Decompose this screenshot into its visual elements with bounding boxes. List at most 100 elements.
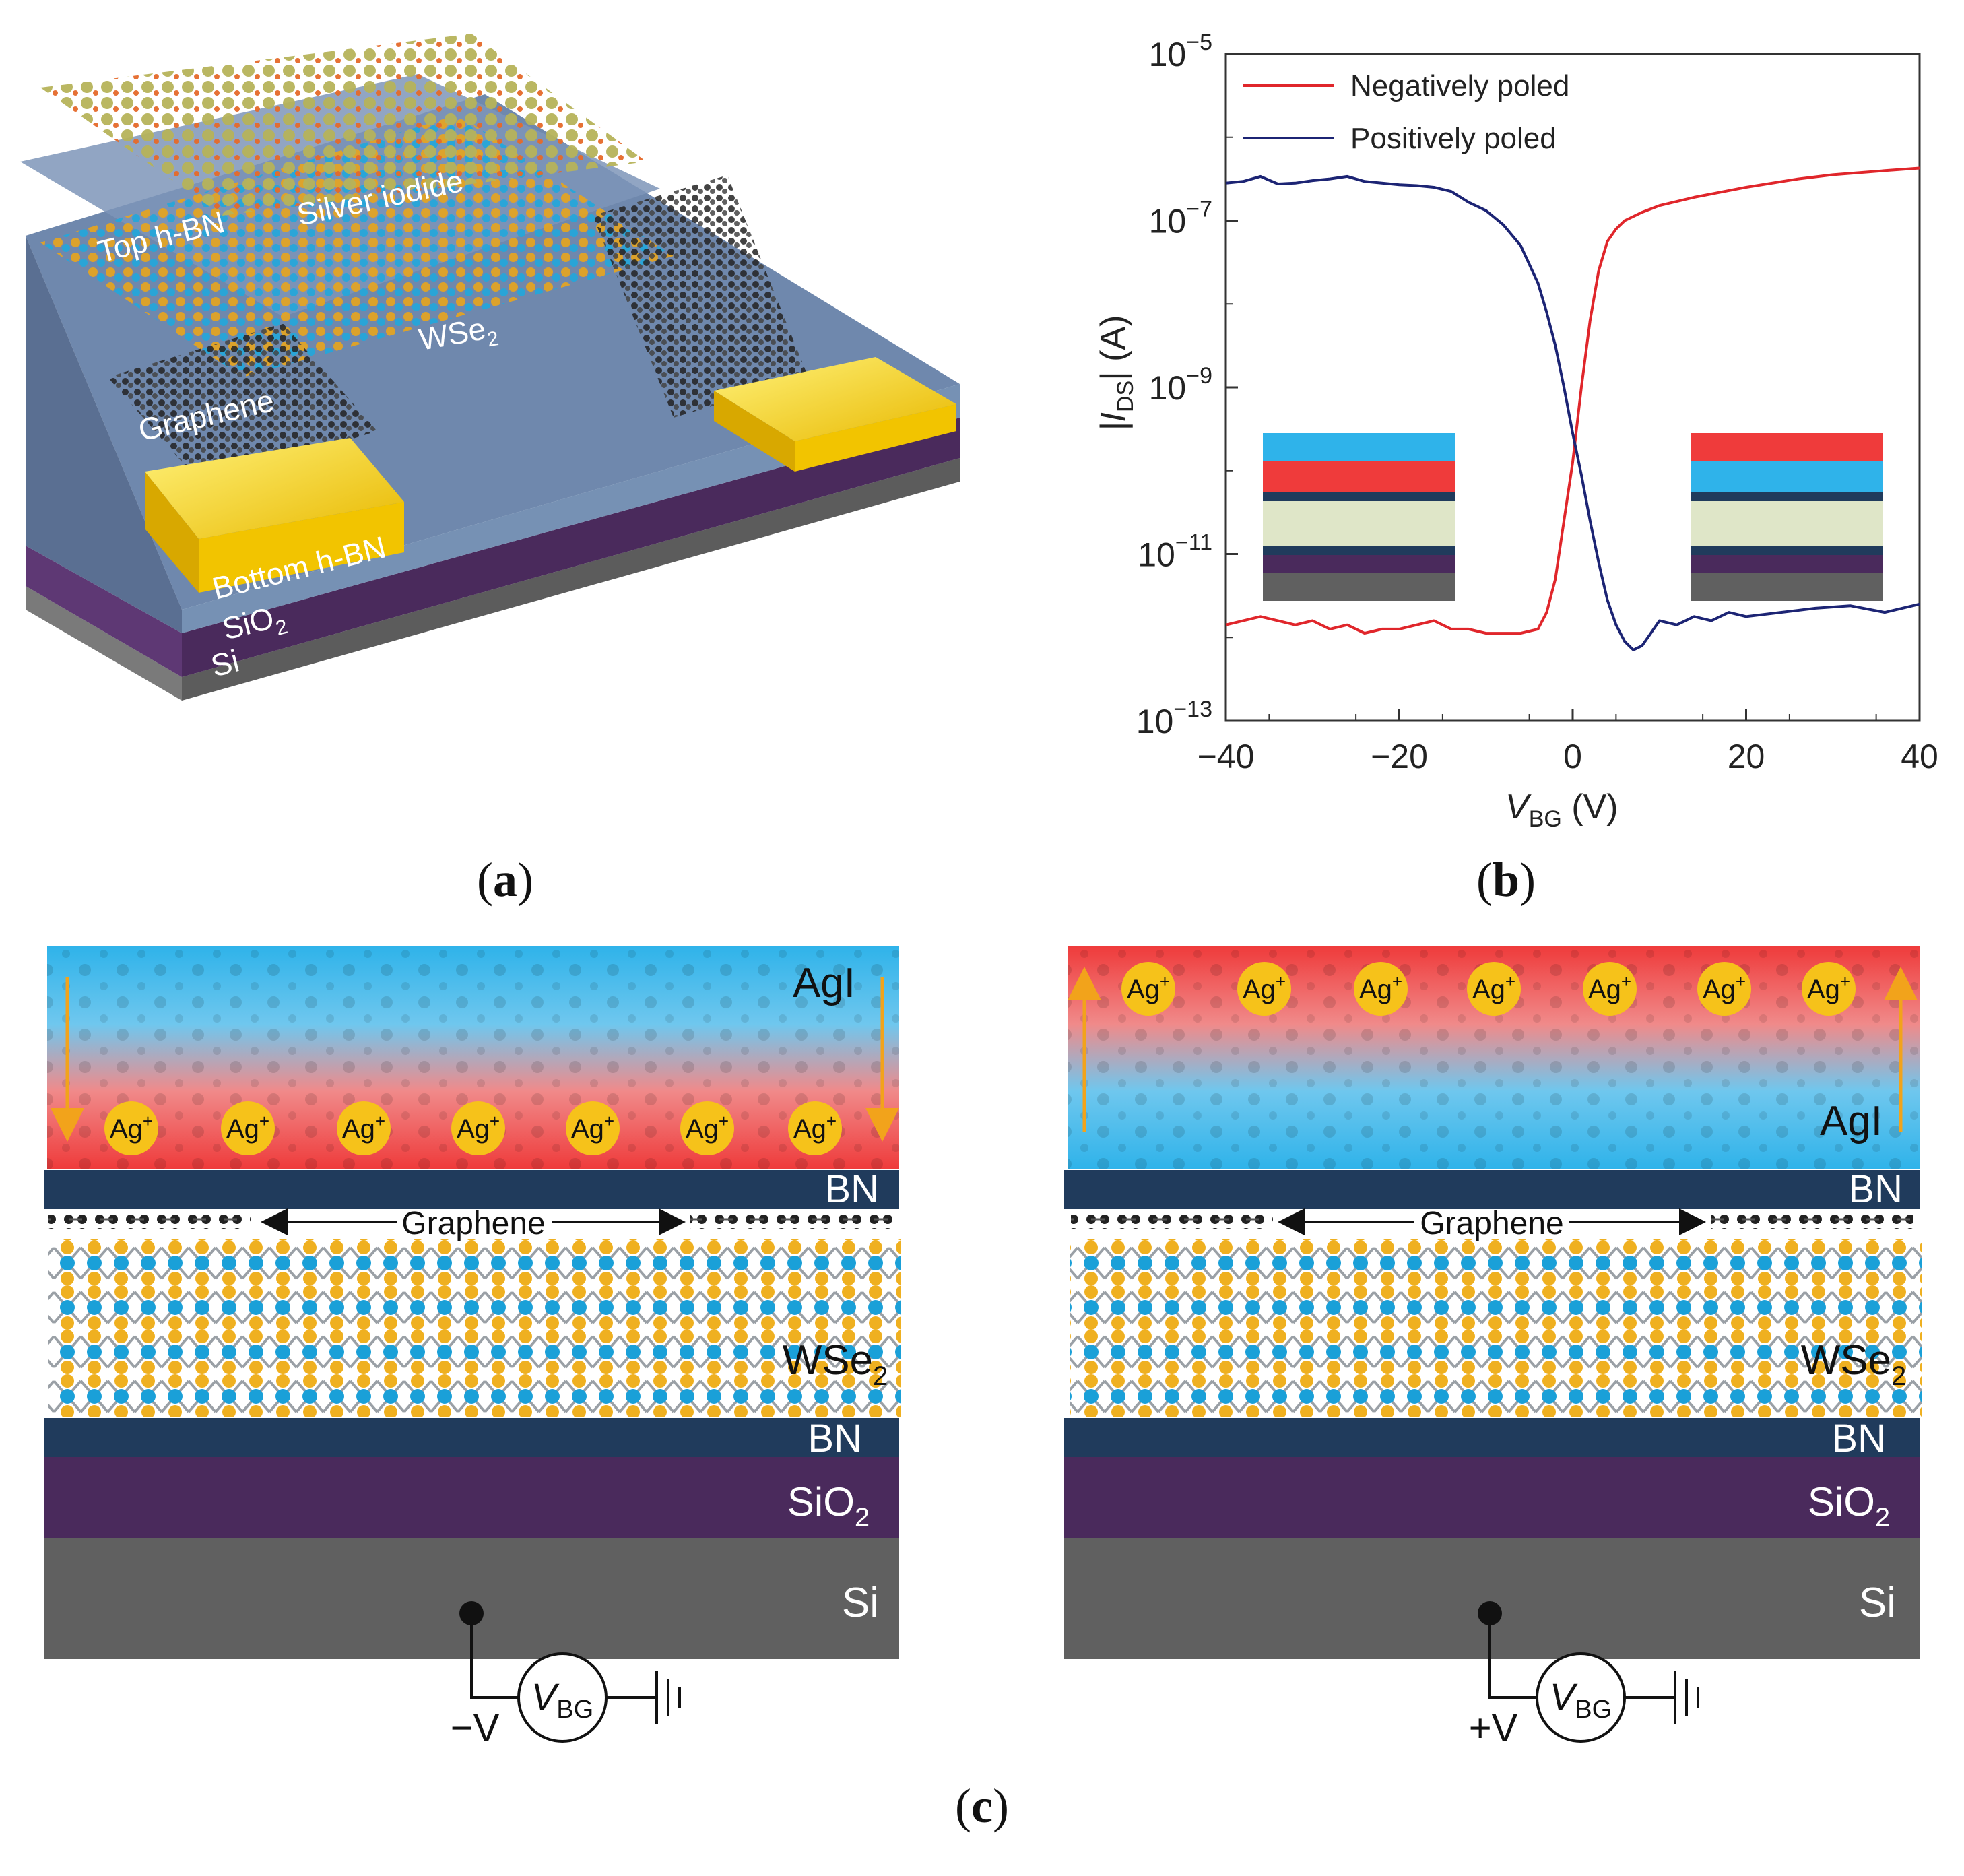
left-graphene-label: Graphene xyxy=(401,1206,546,1241)
ag-ion-label: Ag+ xyxy=(342,1111,385,1144)
y-tick-label: 10−13 xyxy=(1136,697,1212,740)
ag-ion: Ag+ xyxy=(1802,962,1856,1016)
ag-ion: Ag+ xyxy=(1467,962,1521,1016)
left-wse2-label: WSe2 xyxy=(783,1337,888,1391)
ag-ion: Ag+ xyxy=(1583,962,1637,1016)
ag-ion-label: Ag+ xyxy=(571,1111,614,1144)
ag-ion-label: Ag+ xyxy=(1588,971,1631,1004)
x-axis-title: VBG (V) xyxy=(1505,787,1618,832)
legend-label-positive: Positively poled xyxy=(1350,122,1557,155)
left-stack: AgI Ag+ Ag+ Ag+ Ag+ Ag+ Ag+ Ag+ BN Graphene WS… xyxy=(44,946,901,1750)
right-graphene-right xyxy=(1711,1215,1913,1229)
cross-section-diagrams: AgI Ag+ Ag+ Ag+ Ag+ Ag+ Ag+ Ag+ BN Graphene WS… xyxy=(44,946,1922,1750)
left-top-bn xyxy=(44,1170,899,1209)
ag-ion: Ag+ xyxy=(1121,962,1175,1016)
si-layer xyxy=(182,458,960,701)
left-ag-ions: Ag+ Ag+ Ag+ Ag+ Ag+ Ag+ Ag+ xyxy=(104,1101,842,1155)
right-si-label: Si xyxy=(1859,1580,1896,1626)
left-voltage-label: −V xyxy=(451,1706,500,1750)
right-sio2-label: SiO2 xyxy=(1808,1479,1890,1532)
left-agi-label: AgI xyxy=(793,960,855,1006)
silver-iodide-layer xyxy=(40,34,647,216)
panel-b-chart: −40 −20 0 20 40 10−13 10−11 10−9 10−7 10−5 Negati… xyxy=(1037,13,1964,835)
y-tick-label: 10−11 xyxy=(1138,530,1212,574)
right-graphene-left xyxy=(1071,1215,1273,1229)
plot-frame xyxy=(1224,53,1921,722)
panel-c-cross-sections: AgI Ag+ Ag+ Ag+ Ag+ Ag+ Ag+ Ag+ BN Graphene WS… xyxy=(0,930,1964,1873)
ag-ion-label: Ag+ xyxy=(686,1111,729,1144)
ag-ion-label: Ag+ xyxy=(1472,971,1515,1004)
right-wse2-label: WSe2 xyxy=(1801,1337,1907,1391)
right-graphene-label: Graphene xyxy=(1420,1206,1564,1241)
ag-ion: Ag+ xyxy=(337,1101,391,1155)
caption-a: (a) xyxy=(477,853,533,907)
y-axis-title: |IDS| (A) xyxy=(1094,315,1138,431)
left-bottom-bn-label: BN xyxy=(808,1417,862,1460)
right-bottom-bn xyxy=(1064,1418,1920,1457)
left-graphene-right xyxy=(690,1215,892,1229)
legend-label-negative: Negatively poled xyxy=(1350,69,1569,102)
right-agi-label: AgI xyxy=(1820,1098,1883,1144)
panel-a-device-schematic: Top h-BN Silver iodide WSe2 Graphene Bot… xyxy=(0,0,997,741)
right-stack: AgI Ag+ Ag+ Ag+ Ag+ Ag+ Ag+ Ag+ BN Graphene WS… xyxy=(1064,946,1922,1750)
x-tick-label: 0 xyxy=(1563,738,1582,775)
right-si-layer xyxy=(1064,1538,1920,1659)
ag-ion: Ag+ xyxy=(104,1101,158,1155)
ag-ion: Ag+ xyxy=(221,1101,275,1155)
left-sio2-label: SiO2 xyxy=(787,1479,870,1532)
y-tick-label: 10−9 xyxy=(1149,363,1212,407)
left-top-bn-label: BN xyxy=(824,1167,879,1211)
right-top-bn xyxy=(1064,1170,1920,1209)
right-gold-contact xyxy=(714,357,956,472)
right-bottom-bn-label: BN xyxy=(1831,1417,1886,1460)
ag-ion-label: Ag+ xyxy=(1243,971,1286,1004)
left-gold-contact xyxy=(145,438,404,593)
right-top-bn-label: BN xyxy=(1848,1167,1903,1211)
transfer-curve-chart: −40 −20 0 20 40 10−13 10−11 10−9 10−7 10−5 Negati… xyxy=(1094,30,1938,832)
ag-ion-label: Ag+ xyxy=(1359,971,1402,1004)
chart-legend: Negatively poled Positively poled xyxy=(1243,69,1569,155)
caption-b: (b) xyxy=(1476,853,1536,907)
left-vbg-label: VBG xyxy=(531,1675,593,1724)
inset-right-stack xyxy=(1691,433,1883,601)
right-wse2-layer xyxy=(1070,1239,1922,1328)
ag-ion: Ag+ xyxy=(451,1101,505,1155)
ag-ion-label: Ag+ xyxy=(1127,971,1170,1004)
ag-ion: Ag+ xyxy=(1697,962,1751,1016)
series-line-positively-poled xyxy=(1225,174,1920,651)
x-tick-label: 40 xyxy=(1901,738,1938,775)
ag-ion: Ag+ xyxy=(788,1101,842,1155)
y-tick-label: 10−7 xyxy=(1149,197,1212,240)
x-tick-label: −20 xyxy=(1371,738,1428,775)
right-vbg-label: VBG xyxy=(1550,1675,1612,1724)
caption-c: (c) xyxy=(955,1779,1009,1833)
chart-series xyxy=(1225,166,1920,651)
left-sio2-layer xyxy=(44,1457,899,1538)
ag-ion-label: Ag+ xyxy=(226,1111,269,1144)
axis-ticks: −40 −20 0 20 40 10−13 10−11 10−9 10−7 10−5 xyxy=(1136,30,1938,775)
left-graphene-left xyxy=(48,1215,251,1229)
right-sio2-layer xyxy=(1064,1457,1920,1538)
right-ag-ions: Ag+ Ag+ Ag+ Ag+ Ag+ Ag+ Ag+ xyxy=(1121,962,1856,1016)
x-tick-label: 20 xyxy=(1728,738,1765,775)
inset-left-stack xyxy=(1263,433,1455,601)
ag-ion-label: Ag+ xyxy=(1807,971,1850,1004)
ag-ion: Ag+ xyxy=(1237,962,1291,1016)
y-tick-label: 10−5 xyxy=(1149,30,1212,73)
ag-ion-label: Ag+ xyxy=(1703,971,1746,1004)
right-voltage-label: +V xyxy=(1469,1706,1518,1750)
series-line-negatively-poled xyxy=(1225,166,1920,635)
x-tick-label: −40 xyxy=(1198,738,1255,775)
ag-ion: Ag+ xyxy=(680,1101,734,1155)
left-bottom-bn xyxy=(44,1418,899,1457)
ag-ion-label: Ag+ xyxy=(457,1111,500,1144)
ag-ion-label: Ag+ xyxy=(793,1111,837,1144)
ag-ion-label: Ag+ xyxy=(110,1111,153,1144)
device-3d-illustration: Top h-BN Silver iodide WSe2 Graphene Bot… xyxy=(20,34,960,701)
left-si-label: Si xyxy=(842,1580,879,1626)
left-wse2-layer xyxy=(48,1239,901,1328)
graphene-right xyxy=(593,175,808,418)
sio2-layer xyxy=(182,418,960,677)
ag-ion: Ag+ xyxy=(1354,962,1408,1016)
wse2-layer xyxy=(40,115,674,377)
